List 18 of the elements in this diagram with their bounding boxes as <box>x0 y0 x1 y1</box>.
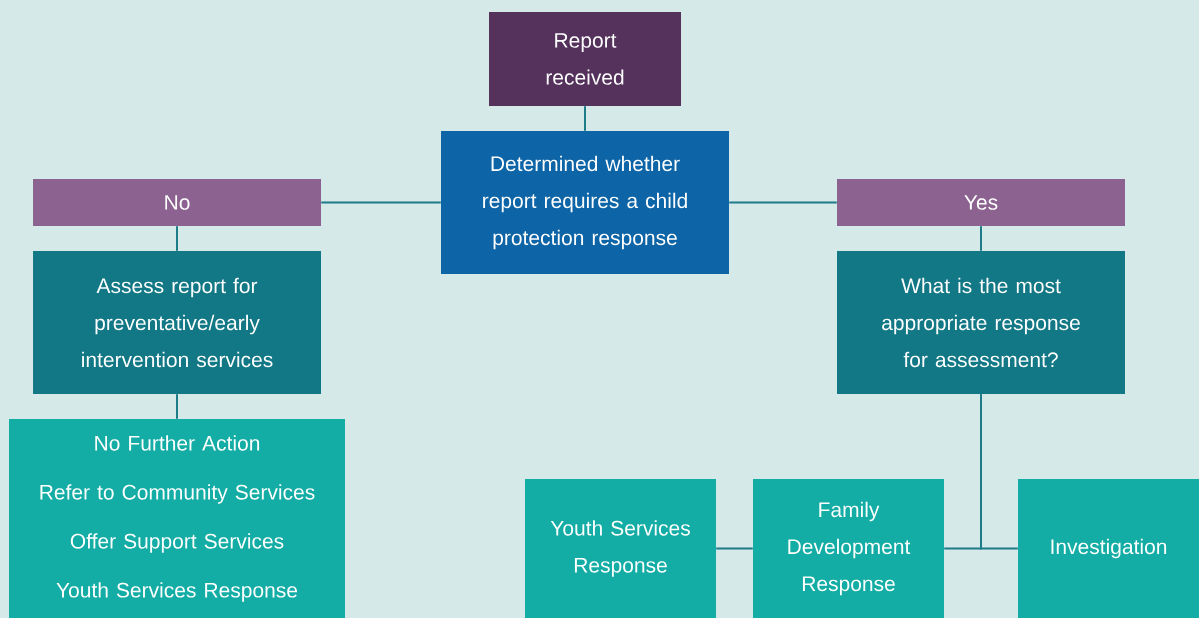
branch-label-box: No <box>33 179 321 226</box>
connector-line <box>980 225 982 252</box>
outcome-box: Youth Services Response <box>525 479 716 618</box>
process-box: Report received <box>489 12 681 106</box>
connector-line <box>980 393 1019 550</box>
branch-label-box: Yes <box>837 179 1125 226</box>
connector-line <box>584 105 586 132</box>
connector-line <box>176 225 178 252</box>
connector-line <box>715 547 754 550</box>
connector-line <box>176 393 178 420</box>
outcome-box: Family Development Response <box>753 479 944 618</box>
outcome-box: No Further Action Refer to Community Services Offer Support Services Youth Services Response <box>9 419 345 618</box>
connector-line <box>728 201 838 204</box>
connector-line <box>320 201 442 204</box>
decision-box: Determined whether report requires a child protection response <box>441 131 729 274</box>
outcome-box: Investigation <box>1018 479 1199 618</box>
decision-box: What is the most appropriate response for assessment? <box>837 251 1125 394</box>
process-box: Assess report for preventative/early intervention services <box>33 251 321 394</box>
